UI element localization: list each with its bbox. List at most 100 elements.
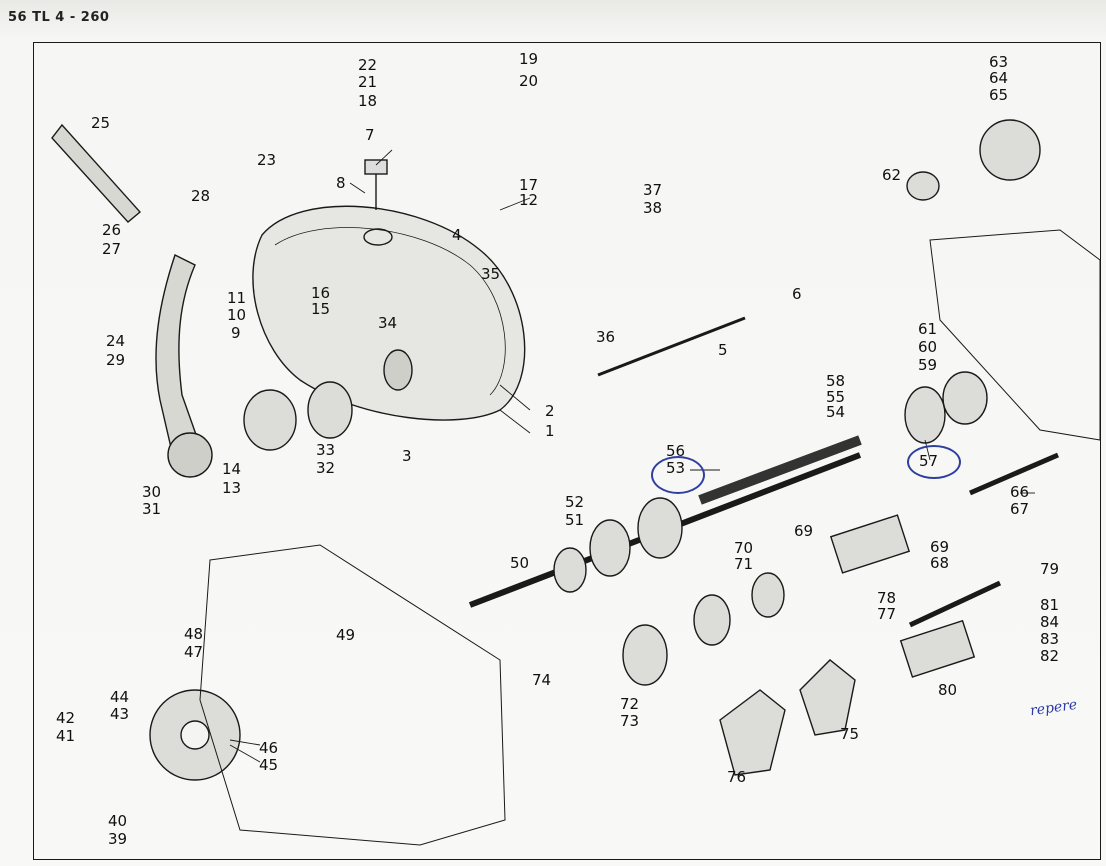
part-label: 59 [918, 356, 938, 374]
annotation-circle-57 [907, 445, 961, 479]
part-label: 52 [565, 493, 585, 511]
part-label: 76 [727, 768, 747, 786]
clutch-cover [252, 205, 526, 421]
kick-lever [155, 254, 206, 466]
part-label: 13 [222, 479, 242, 497]
annotation-circle-53 [651, 456, 705, 494]
part-label: 25 [91, 114, 111, 132]
part-label: 40 [108, 812, 128, 830]
part-label: 66 [1010, 483, 1030, 501]
part-label: 77 [877, 605, 897, 623]
gear-68 [829, 514, 911, 574]
part-label: 69 [930, 538, 950, 556]
part-label: 74 [532, 671, 552, 689]
part-label: 80 [938, 681, 958, 699]
part-label: 45 [259, 756, 279, 774]
part-label: 79 [1040, 560, 1060, 578]
part-label: 18 [358, 92, 378, 110]
part-label: 14 [222, 460, 242, 478]
part-label: 39 [108, 830, 128, 848]
part-label: 23 [257, 151, 277, 169]
part-label: 49 [336, 626, 356, 644]
crankcase-left [199, 544, 506, 846]
bearing-62 [906, 171, 940, 201]
part-label: 3 [402, 447, 412, 465]
part-label: 69 [794, 522, 814, 540]
spring-33 [307, 381, 353, 439]
part-label: 62 [882, 166, 902, 184]
part-label: 70 [734, 539, 754, 557]
part-label: 36 [596, 328, 616, 346]
gear-selector-80 [899, 619, 976, 678]
bearing-32 [243, 389, 297, 451]
part-label: 51 [565, 511, 585, 529]
part-label: 35 [481, 265, 501, 283]
part-label: 82 [1040, 647, 1060, 665]
part-label: 30 [142, 483, 162, 501]
part-label: 17 [519, 176, 539, 194]
part-label: 11 [227, 289, 247, 307]
part-label: 27 [102, 240, 122, 258]
fork-75 [799, 659, 856, 736]
part-label: 43 [110, 705, 130, 723]
part-label: 31 [142, 500, 162, 518]
part-label: 9 [231, 324, 241, 342]
part-label: 60 [918, 338, 938, 356]
part-label: 68 [930, 554, 950, 572]
page-code: 56 TL 4 - 260 [8, 10, 110, 25]
gear-70 [751, 572, 785, 618]
part-label: 75 [840, 725, 860, 743]
part-label: 8 [336, 174, 346, 192]
part-label: 6 [792, 285, 802, 303]
part-label: 2 [545, 402, 555, 420]
part-label: 4 [452, 226, 462, 244]
part-label: 48 [184, 625, 204, 643]
part-label: 81 [1040, 596, 1060, 614]
part-label: 61 [918, 320, 938, 338]
part-label: 5 [718, 341, 728, 359]
part-label: 24 [106, 332, 126, 350]
part-label: 63 [989, 53, 1009, 71]
part-label: 37 [643, 181, 663, 199]
part-label: 58 [826, 372, 846, 390]
part-label: 83 [1040, 630, 1060, 648]
part-label: 42 [56, 709, 76, 727]
part-label: 46 [259, 739, 279, 757]
gear-52 [589, 519, 631, 577]
part-label: 78 [877, 589, 897, 607]
part-label: 15 [311, 300, 331, 318]
gear-53 [637, 497, 683, 559]
part-label: 32 [316, 459, 336, 477]
part-label: 10 [227, 306, 247, 324]
sprocket-45 [149, 689, 241, 781]
part-label: 47 [184, 643, 204, 661]
part-label: 34 [378, 314, 398, 332]
bearing-59 [942, 371, 988, 425]
part-label: 84 [1040, 613, 1060, 631]
part-label: 29 [106, 351, 126, 369]
part-label: 44 [110, 688, 130, 706]
part-label: 1 [545, 422, 555, 440]
kick-lever-arm [51, 123, 142, 223]
part-label: 54 [826, 403, 846, 421]
part-label: 33 [316, 441, 336, 459]
part-label: 65 [989, 86, 1009, 104]
part-label: 38 [643, 199, 663, 217]
part-label: 41 [56, 727, 76, 745]
gear-71 [693, 594, 731, 646]
gear-50 [553, 547, 587, 593]
part-label: 21 [358, 73, 378, 91]
part-label: 7 [365, 126, 375, 144]
part-label: 26 [102, 221, 122, 239]
part-label: 28 [191, 187, 211, 205]
part-label: 64 [989, 69, 1009, 87]
part-label: 71 [734, 555, 754, 573]
part-label: 67 [1010, 500, 1030, 518]
gear-57 [904, 386, 946, 444]
part-label: 50 [510, 554, 530, 572]
part-label: 72 [620, 695, 640, 713]
part-label: 22 [358, 56, 378, 74]
part-label: 20 [519, 72, 539, 90]
